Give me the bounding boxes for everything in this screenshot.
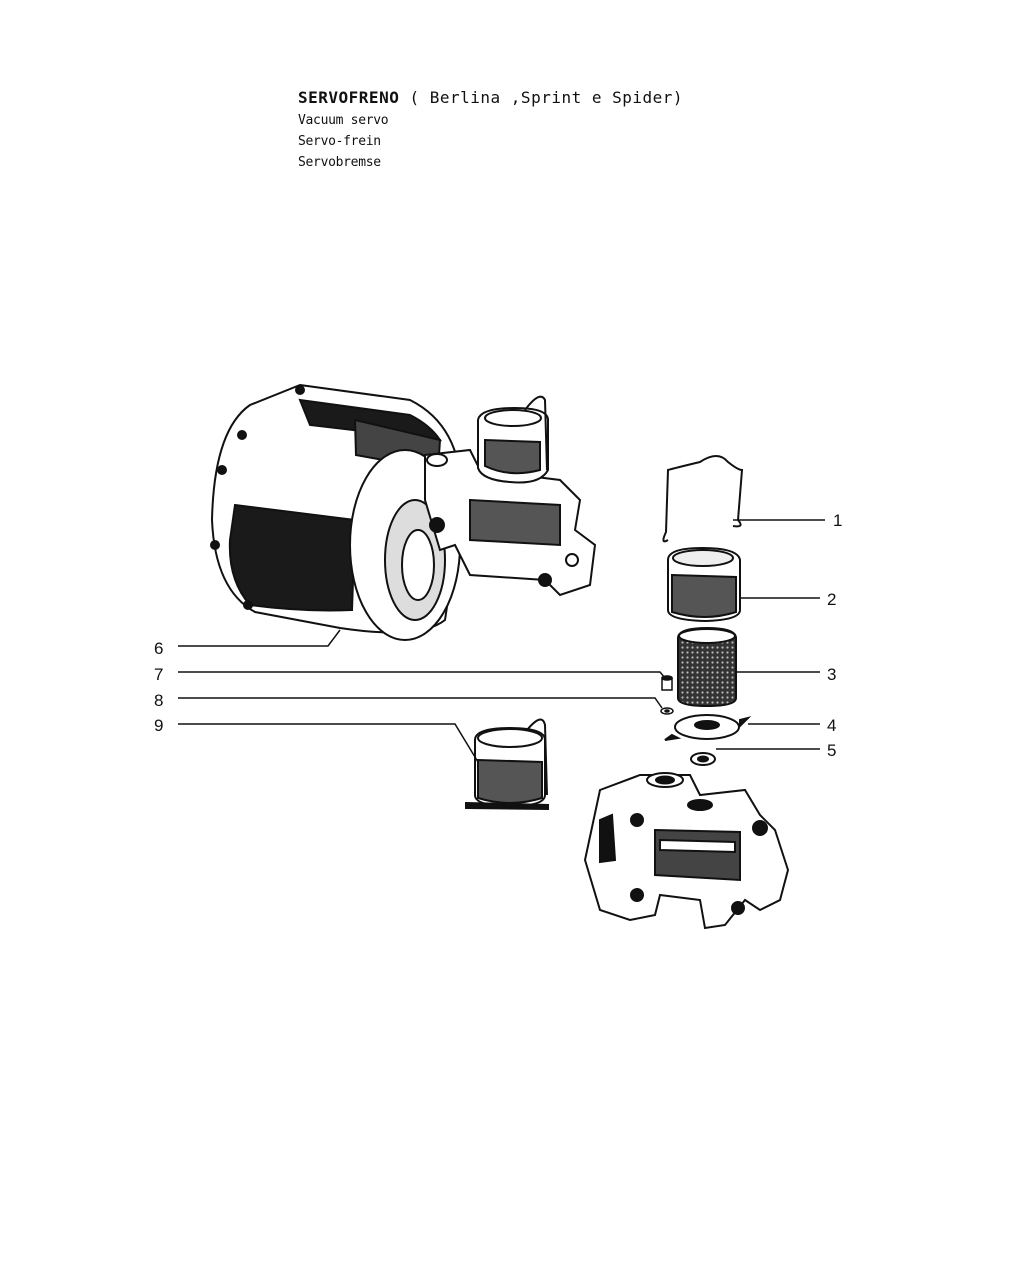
page-title: SERVOFRENO ( Berlina ,Sprint e Spider): [298, 88, 683, 107]
leader-line-6: [178, 629, 341, 647]
leader-line-7: [178, 671, 666, 679]
subtitle-german: Servobremse: [298, 155, 381, 170]
callout-6: 6: [154, 639, 163, 658]
screw-and-washer-drawing: [660, 675, 674, 715]
leader-line-9: [178, 723, 479, 763]
vacuum-servo-unit-drawing: [210, 383, 597, 641]
subtitle-french: Servo-frein: [298, 134, 381, 149]
leader-line-8: [178, 697, 663, 709]
title-block: SERVOFRENO ( Berlina ,Sprint e Spider) V…: [298, 88, 683, 176]
filter-cover-drawing: [667, 546, 741, 623]
callout-5: 5: [827, 741, 836, 760]
callout-numbers: 1 2 3 4 5 6 7 8 9: [154, 511, 842, 760]
callout-2: 2: [827, 590, 836, 609]
callout-1: 1: [833, 511, 842, 530]
callout-3: 3: [827, 665, 836, 684]
filter-element-drawing: [677, 626, 737, 708]
callout-8: 8: [154, 691, 163, 710]
ring-drawing: [690, 752, 716, 766]
callout-4: 4: [827, 716, 836, 735]
valve-seat-drawing: [664, 714, 752, 741]
title-main: SERVOFRENO: [298, 88, 400, 107]
leader-lines: [178, 519, 825, 763]
valve-cup-assembly-drawing: [465, 718, 549, 811]
subtitle-english: Vacuum servo: [298, 113, 389, 128]
valve-body-drawing: [583, 772, 790, 930]
callout-7: 7: [154, 665, 163, 684]
title-variants: ( Berlina ,Sprint e Spider): [409, 88, 684, 107]
wire-clip-drawing: [662, 455, 744, 543]
callout-9: 9: [154, 716, 163, 735]
